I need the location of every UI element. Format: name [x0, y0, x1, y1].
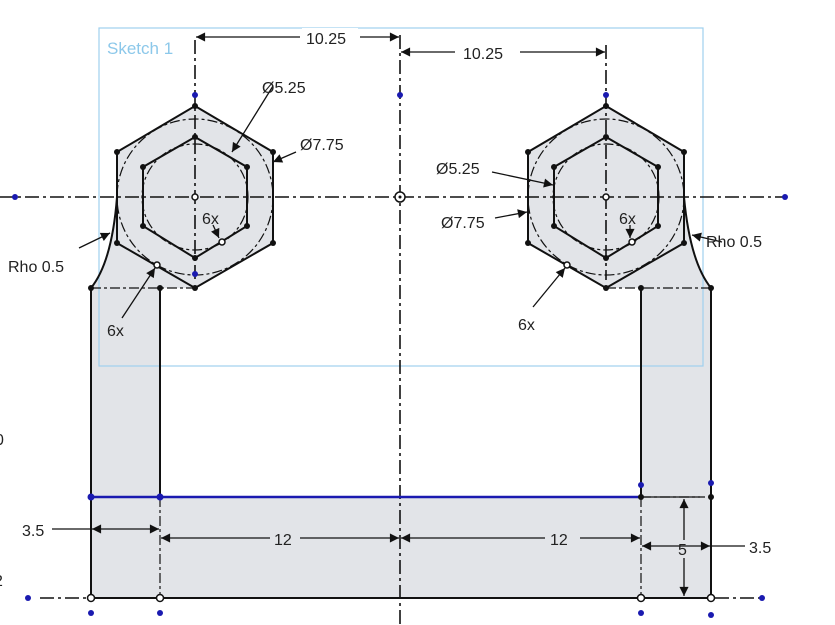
dim-edge-cut-2[interactable]: 2 — [0, 573, 3, 590]
dim-left-leg-width[interactable]: 3.5 — [22, 523, 44, 540]
dim-right-pattern-outer[interactable]: 6x — [518, 317, 535, 334]
dim-right-leg-width[interactable]: 3.5 — [749, 540, 771, 557]
dim-edge-cut-1[interactable]: 0 — [0, 432, 4, 449]
dim-bar-height[interactable]: 5 — [678, 542, 687, 559]
left-inner-circle[interactable] — [141, 143, 249, 251]
dim-left-outer-dia[interactable]: Ø7.75 — [300, 137, 344, 154]
dim-left-span[interactable]: 12 — [274, 532, 292, 549]
sketch-region[interactable] — [91, 106, 711, 598]
constraint-points[interactable] — [12, 92, 788, 618]
sketch-label[interactable]: Sketch 1 — [107, 39, 173, 58]
dim-top-right-width[interactable]: 10.25 — [463, 46, 503, 63]
vertex-points[interactable] — [88, 103, 714, 500]
dim-left-rho[interactable]: Rho 0.5 — [8, 259, 64, 276]
dim-right-inner-dia[interactable]: Ø5.25 — [436, 161, 480, 178]
origin-point[interactable] — [398, 195, 402, 199]
dim-right-outer-dia[interactable]: Ø7.75 — [441, 215, 485, 232]
dimension-labels[interactable]: 10.25 10.25 Ø5.25 Ø7.75 Ø5.25 Ø7.75 Rho … — [0, 28, 771, 590]
dim-left-pattern-outer[interactable]: 6x — [107, 323, 124, 340]
dimension-lines[interactable] — [52, 32, 745, 596]
dim-left-inner-dia[interactable]: Ø5.25 — [262, 80, 306, 97]
dim-right-pattern-inner[interactable]: 6x — [619, 211, 636, 228]
open-points[interactable] — [86, 191, 716, 603]
dim-right-span[interactable]: 12 — [550, 532, 568, 549]
right-inner-circle[interactable] — [552, 143, 660, 251]
dim-left-pattern-inner[interactable]: 6x — [202, 211, 219, 228]
dim-right-rho[interactable]: Rho 0.5 — [706, 234, 762, 251]
dim-top-left-width[interactable]: 10.25 — [306, 31, 346, 48]
